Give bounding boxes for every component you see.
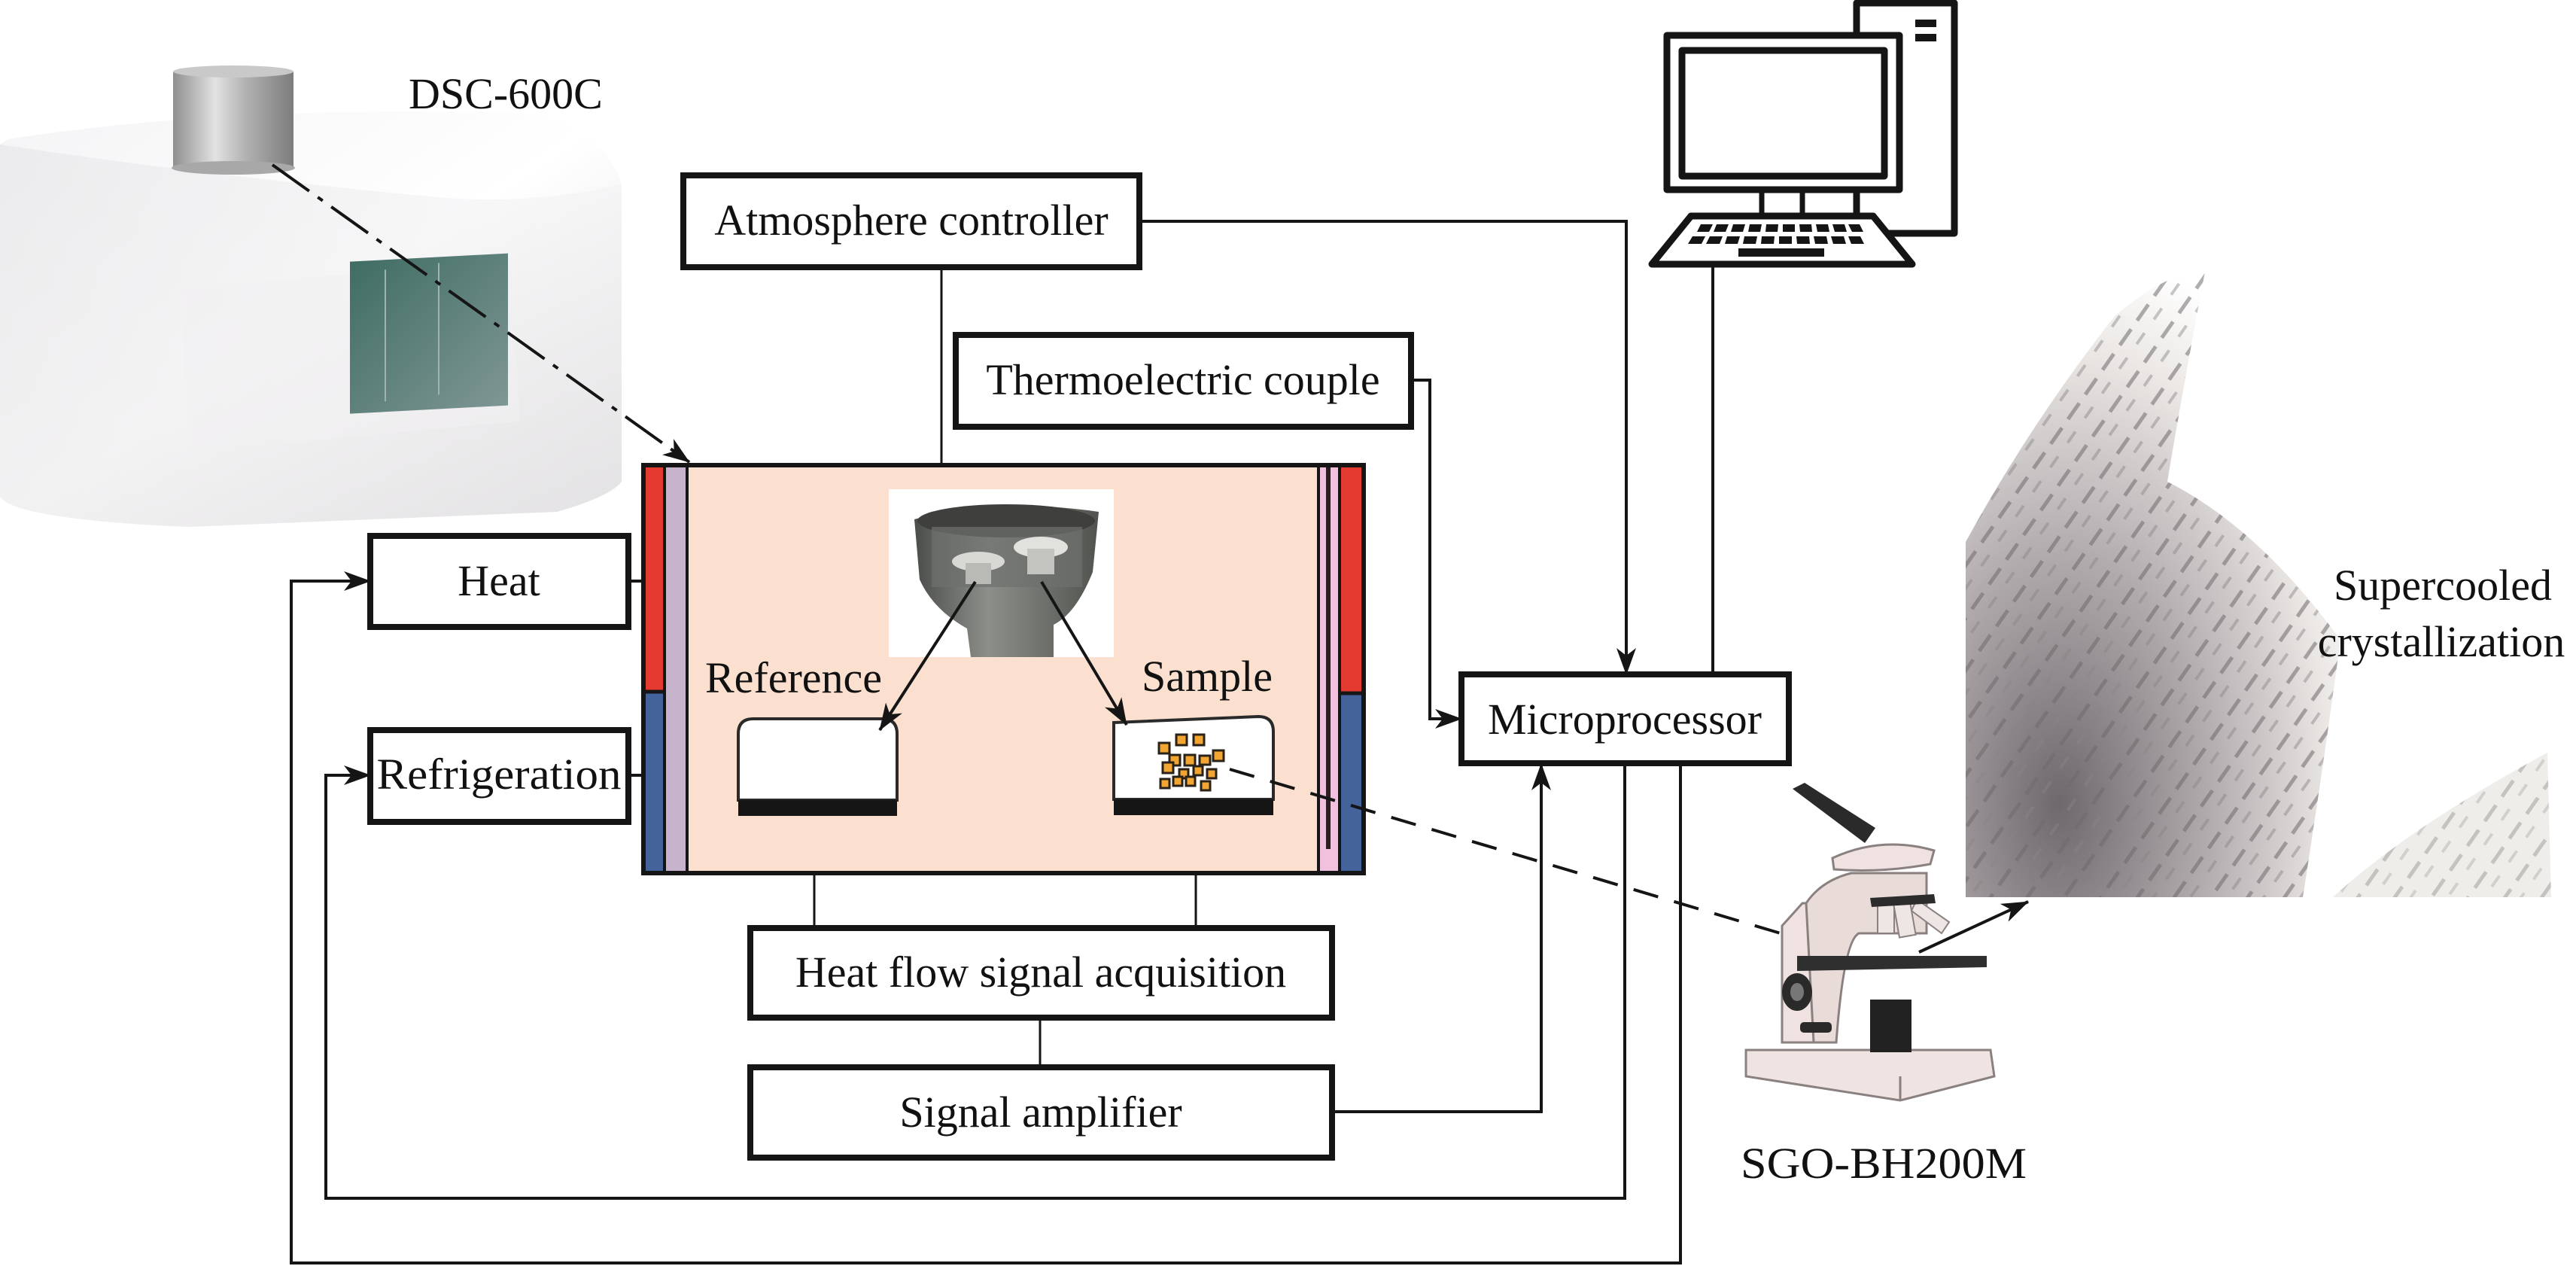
left-cooler-strip (646, 692, 664, 871)
keyboard-keys (1688, 224, 1864, 257)
atmosphere-controller-label: Atmosphere controller (714, 196, 1108, 245)
dsc-chamber: Reference Sample (641, 463, 1366, 875)
left-heater-strip (646, 467, 664, 692)
dsc-furnace-cylinder (173, 72, 293, 168)
dsc-to-chamber-arrow (271, 163, 691, 464)
dsc-touchscreen (350, 253, 508, 414)
dsc-model-label: DSC-600C (409, 69, 603, 118)
microscope-illustration (1744, 783, 1996, 1102)
heat-block[interactable]: Heat (367, 533, 631, 630)
dsc-instrument-illustration (0, 65, 622, 527)
crystal-micrograph-image (1966, 271, 2551, 897)
thermoelectric-couple-label: Thermoelectric couple (986, 355, 1379, 404)
atmosphere-controller-block[interactable]: Atmosphere controller (680, 172, 1142, 270)
heat-flow-acquisition-block[interactable]: Heat flow signal acquisition (747, 925, 1335, 1021)
right-heater-strip (1341, 467, 1361, 693)
thermoelectric-couple-block[interactable]: Thermoelectric couple (953, 332, 1414, 430)
sample-pan[interactable] (1112, 714, 1275, 815)
crystal-caption-line2: crystallization (2318, 617, 2565, 666)
heat-label: Heat (458, 556, 540, 605)
connection-wires (290, 220, 1714, 1264)
refrigeration-label: Refrigeration (377, 750, 622, 799)
microscope-to-image-arrow (1918, 900, 2029, 954)
reference-label: Reference (705, 653, 882, 702)
signal-amplifier-block[interactable]: Signal amplifier (747, 1064, 1335, 1161)
crystal-caption-line1: Supercooled (2334, 561, 2552, 610)
reference-pan (737, 717, 899, 816)
microscope-model-label: SGO-BH200M (1741, 1139, 2027, 1188)
crucible-holder-photo (889, 489, 1114, 657)
refrigeration-block[interactable]: Refrigeration (367, 727, 631, 825)
right-cooler-strip (1341, 693, 1361, 871)
microprocessor-block[interactable]: Microprocessor (1458, 671, 1792, 766)
left-insulation-strip (666, 467, 686, 871)
sample-label: Sample (1142, 652, 1273, 701)
microprocessor-label: Microprocessor (1488, 695, 1762, 744)
sample-crystals (1157, 733, 1225, 792)
desktop-computer-icon (1648, 0, 1958, 268)
heat-flow-acquisition-label: Heat flow signal acquisition (795, 948, 1286, 997)
sample-to-microscope-arrow (1229, 768, 1845, 954)
signal-amplifier-label: Signal amplifier (899, 1088, 1182, 1137)
